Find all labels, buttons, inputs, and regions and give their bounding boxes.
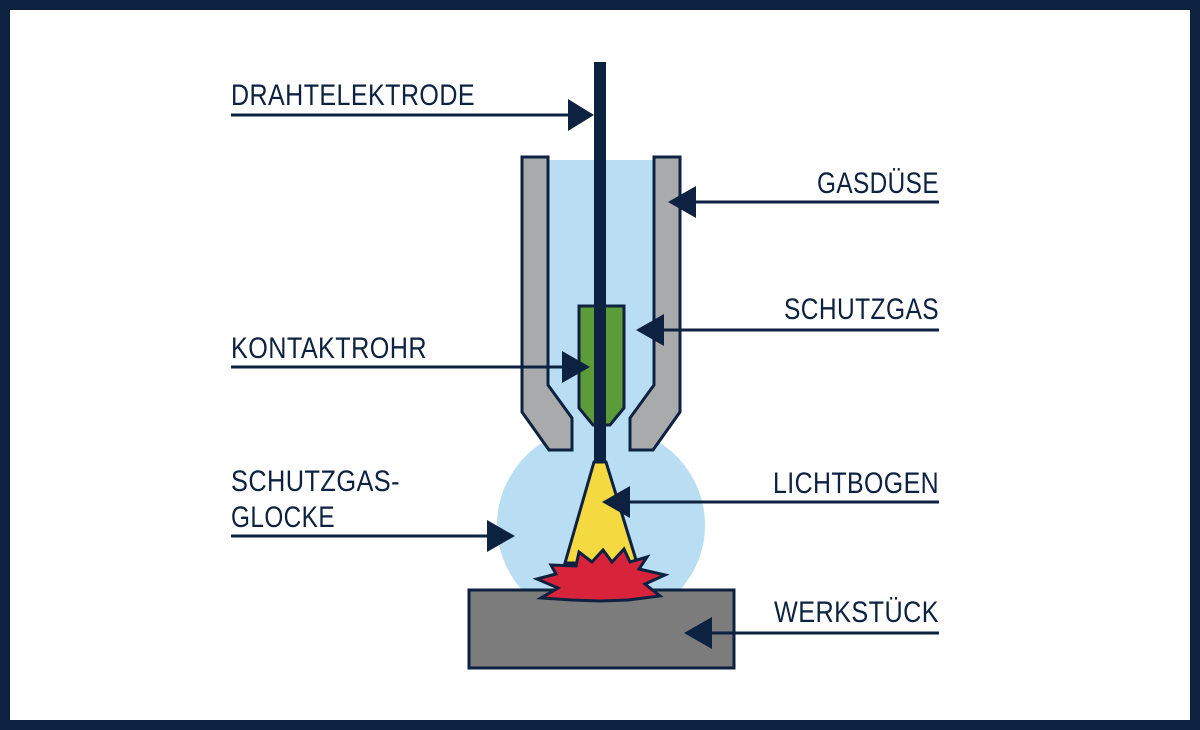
arrow-drahtelektrode <box>568 99 594 131</box>
arrow-kontaktrohr <box>562 351 590 383</box>
label-drahtelektrode: DRAHTELEKTRODE <box>231 79 475 112</box>
arrow-gasduese <box>668 186 696 218</box>
arrow-schutzgas <box>636 314 664 346</box>
arrow-werkstueck <box>684 617 712 649</box>
weld-spark <box>532 546 670 603</box>
label-lichtbogen: LICHTBOGEN <box>773 467 939 500</box>
arrow-schutzgasglocke <box>487 520 515 552</box>
label-schutzgasglocke-line1: SCHUTZGAS- <box>231 465 400 498</box>
label-schutzgasglocke-line2: GLOCKE <box>231 501 335 534</box>
wire-electrode <box>594 62 606 462</box>
label-kontaktrohr: KONTAKTROHR <box>231 332 427 365</box>
label-werkstueck: WERKSTÜCK <box>774 596 939 629</box>
label-schutzgas: SCHUTZGAS <box>784 293 939 326</box>
gas-nozzle-left-wall <box>520 155 574 452</box>
label-gasduese: GASDÜSE <box>817 167 939 200</box>
arrow-lichtbogen <box>602 486 630 518</box>
